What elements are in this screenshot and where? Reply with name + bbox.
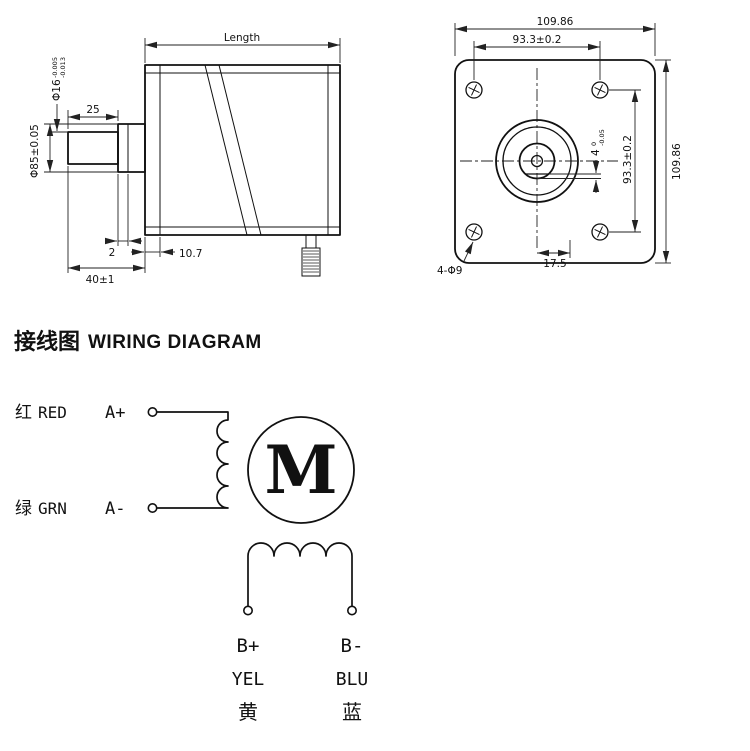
side-view: Length 25 Φ16 -0.005 -0.013 Φ85±0.05 xyxy=(29,32,341,286)
body-diagonal-2 xyxy=(218,64,262,236)
dimension-overall-width: 109.86 xyxy=(454,16,656,56)
terminal-b-minus xyxy=(346,605,357,616)
flange-diameter-label: Φ85±0.05 xyxy=(29,124,41,178)
phase-b-plus-en: YEL xyxy=(232,669,265,690)
hole-spacing-vertical-label: 93.3±0.2 xyxy=(622,135,634,184)
dimension-overall-height: 109.86 xyxy=(655,59,683,264)
phase-a-minus-en: GRN xyxy=(38,499,67,518)
dimension-shaft-diameter: Φ16 -0.005 -0.013 xyxy=(50,57,68,133)
flat-tol-upper: 0 xyxy=(590,142,598,146)
dimension-front-length: 40±1 xyxy=(67,166,146,286)
terminal-a-minus xyxy=(147,502,158,513)
shaft-length-label: 25 xyxy=(86,104,99,116)
dimension-length: Length xyxy=(144,32,341,63)
shaft-offset-label: 17.5 xyxy=(543,258,566,270)
length-dim-label: Length xyxy=(224,32,260,44)
motor-body-outline xyxy=(144,64,341,236)
overall-height-label: 109.86 xyxy=(671,143,683,180)
wiring-title-en: WIRING DIAGRAM xyxy=(88,332,262,353)
pilot-boss-outline xyxy=(117,123,146,173)
dimension-shaft-length: 25 xyxy=(67,104,119,129)
mounting-holes-label: 4-Φ9 xyxy=(437,265,462,277)
shaft-outline xyxy=(67,131,119,165)
mounting-hole-bottom-left xyxy=(465,223,483,241)
mounting-hole-bottom-right xyxy=(591,223,609,241)
phase-b-minus-cn: 蓝 xyxy=(342,700,362,724)
dimension-flat-depth: 4 0 -0.05 xyxy=(537,129,606,193)
phase-a-plus-cn: 红 xyxy=(15,403,32,423)
wiring-diagram: 接线图 WIRING DIAGRAM 红 RED A+ 绿 GRN A- M B… xyxy=(14,329,368,724)
phase-b-plus-cn: 黄 xyxy=(238,700,258,724)
phase-a-minus-terminal: A- xyxy=(105,499,125,519)
center-hole-circle xyxy=(530,154,544,168)
phase-b-coil xyxy=(247,542,353,606)
step-width-label: 2 xyxy=(109,247,116,259)
mounting-hole-top-right xyxy=(591,81,609,99)
dimension-hole-spacing-vertical: 93.3±0.2 xyxy=(609,89,641,233)
face-offset-label: 10.7 xyxy=(179,248,202,260)
cable-exit xyxy=(301,234,321,277)
phase-a-minus-cn: 绿 xyxy=(15,499,32,519)
motor-circle xyxy=(247,416,355,524)
shaft-diameter-label: Φ16 xyxy=(51,79,63,101)
shaft-tol-upper: -0.005 xyxy=(51,57,59,78)
phase-b-minus-en: BLU xyxy=(336,669,369,690)
phase-b-minus-terminal: B- xyxy=(341,635,364,657)
front-view: 109.86 93.3±0.2 93.3±0.2 109.86 xyxy=(437,16,683,277)
phase-a-plus-terminal: A+ xyxy=(105,403,125,423)
wiring-title-cn: 接线图 xyxy=(14,329,80,355)
shaft-tol-lower: -0.013 xyxy=(59,57,67,78)
phase-b-plus-terminal: B+ xyxy=(237,635,260,657)
hole-spacing-horizontal-label: 93.3±0.2 xyxy=(513,34,562,46)
phase-a-coil xyxy=(157,411,229,509)
motor-letter: M xyxy=(264,431,337,509)
flat-tol-lower: -0.05 xyxy=(598,129,606,146)
terminal-b-plus xyxy=(243,605,254,616)
flange-outline xyxy=(454,59,656,264)
dimension-hole-spacing-horizontal: 93.3±0.2 xyxy=(473,34,601,80)
phase-a-plus-en: RED xyxy=(38,403,67,422)
flat-depth-label: 4 xyxy=(590,149,602,156)
dimension-flange-diameter: Φ85±0.05 xyxy=(29,123,118,178)
dimension-face-offset: 10.7 xyxy=(131,237,202,260)
overall-width-label: 109.86 xyxy=(537,16,574,28)
bearing-boss-circle xyxy=(502,126,572,196)
dimension-shaft-offset: 17.5 xyxy=(537,240,571,270)
pilot-circle xyxy=(495,119,579,203)
cable-neck xyxy=(305,234,317,249)
cable-sleeve xyxy=(301,247,321,277)
dimension-step-width: 2 xyxy=(105,174,142,259)
terminal-a-plus xyxy=(147,406,158,417)
mounting-hole-top-left xyxy=(465,81,483,99)
callout-mounting-holes: 4-Φ9 xyxy=(437,241,474,277)
body-diagonal-1 xyxy=(204,64,248,236)
front-length-label: 40±1 xyxy=(86,274,115,286)
